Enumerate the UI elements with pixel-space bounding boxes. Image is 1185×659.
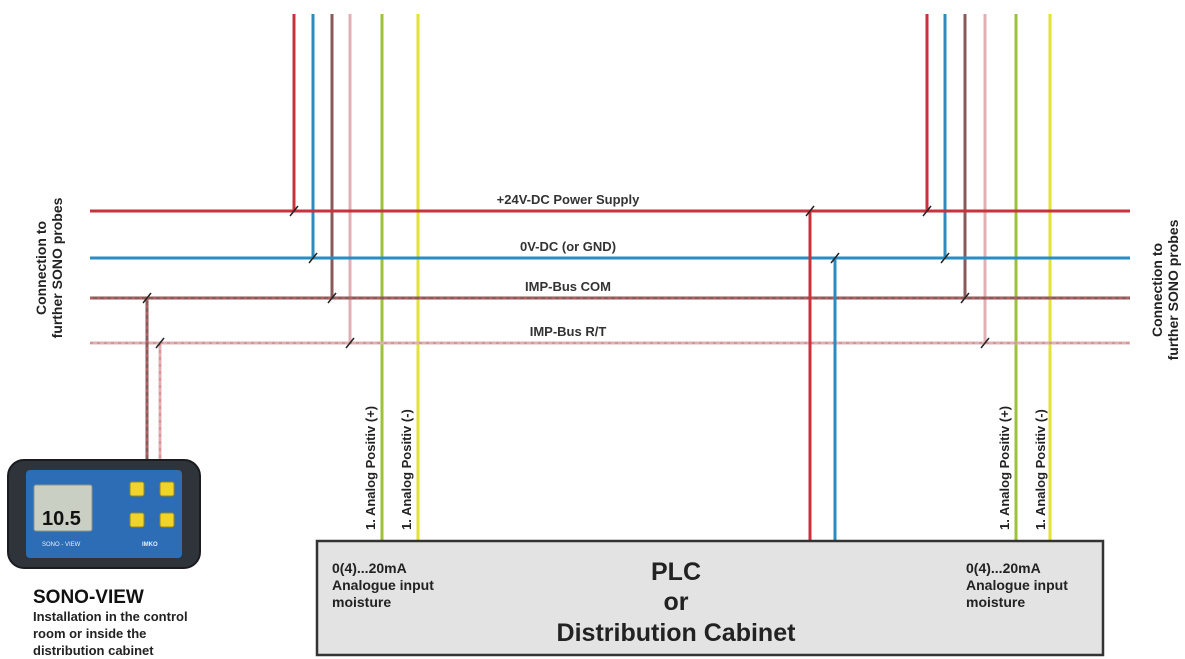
- right-analog-neg-label: 1. Analog Positiv (-): [1033, 409, 1048, 530]
- sonoview-button-left: [129, 512, 145, 528]
- left-analog-neg-label: 1. Analog Positiv (-): [399, 409, 414, 530]
- sonoview-desc-line2: room or inside the: [33, 626, 146, 641]
- bus-lines: [90, 209, 1130, 345]
- sonoview-device: 10.5 SONO - VIEW IMKO: [7, 459, 201, 569]
- sonoview-feed-wires: [145, 298, 162, 462]
- plc-right-input-line3: moisture: [966, 594, 1025, 610]
- plc-title-line1: PLC: [651, 558, 701, 586]
- bus-rt-label: IMP-Bus R/T: [530, 324, 607, 339]
- sonoview-brand: IMKO: [142, 542, 158, 548]
- sonoview-device-label: SONO - VIEW: [42, 542, 81, 548]
- junction-tick: [960, 292, 970, 304]
- junction-tick: [830, 252, 840, 264]
- left-probe-wires: [292, 14, 420, 541]
- junction-tick: [980, 337, 990, 349]
- plc-right-input-line2: Analogue input: [966, 577, 1068, 593]
- junction-tick: [155, 337, 165, 349]
- bus-power-label: +24V-DC Power Supply: [497, 192, 640, 207]
- plc-left-input-line1: 0(4)...20mA: [332, 560, 407, 576]
- plc-right-input-line1: 0(4)...20mA: [966, 560, 1041, 576]
- right-side-label-line2: further SONO probes: [1165, 219, 1181, 360]
- sonoview-desc-line1: Installation in the control: [33, 609, 188, 624]
- left-side-label: Connection to further SONO probes: [33, 197, 65, 338]
- junction-tick: [922, 205, 932, 217]
- sonoview-display: [33, 484, 93, 532]
- sonoview-button-down: [159, 512, 175, 528]
- left-side-label-line2: further SONO probes: [49, 197, 65, 338]
- plc-left-input-line2: Analogue input: [332, 577, 434, 593]
- plc-feed-wires: [808, 211, 837, 541]
- junction-tick: [308, 252, 318, 264]
- sonoview-title: SONO-VIEW: [33, 587, 144, 608]
- plc-box: PLC or Distribution Cabinet 0(4)...20mA …: [315, 539, 1105, 657]
- sonoview-desc-line3: distribution cabinet: [33, 643, 154, 658]
- junction-tick: [805, 205, 815, 217]
- right-probe-wires: [925, 14, 1052, 541]
- plc-title-line3: Distribution Cabinet: [557, 619, 797, 647]
- left-analog-pos-label: 1. Analog Positiv (+): [363, 406, 378, 530]
- sonoview-display-value: 10.5: [42, 508, 81, 530]
- right-side-label-line1: Connection to: [1149, 243, 1165, 337]
- junction-tick: [289, 205, 299, 217]
- sonoview-button-right: [159, 481, 175, 497]
- junction-tick: [940, 252, 950, 264]
- sonoview-button-up: [129, 481, 145, 497]
- junction-tick: [345, 337, 355, 349]
- bus-com-label: IMP-Bus COM: [525, 279, 611, 294]
- right-side-label: Connection to further SONO probes: [1149, 219, 1181, 360]
- junction-tick: [327, 292, 337, 304]
- junction-ticks: [142, 205, 990, 349]
- bus-gnd-label: 0V-DC (or GND): [520, 239, 616, 254]
- junction-tick: [142, 292, 152, 304]
- left-side-label-line1: Connection to: [33, 221, 49, 315]
- right-analog-pos-label: 1. Analog Positiv (+): [997, 406, 1012, 530]
- plc-title-line2: or: [664, 588, 689, 616]
- plc-box-rect: [315, 539, 1105, 657]
- plc-left-input-line3: moisture: [332, 594, 391, 610]
